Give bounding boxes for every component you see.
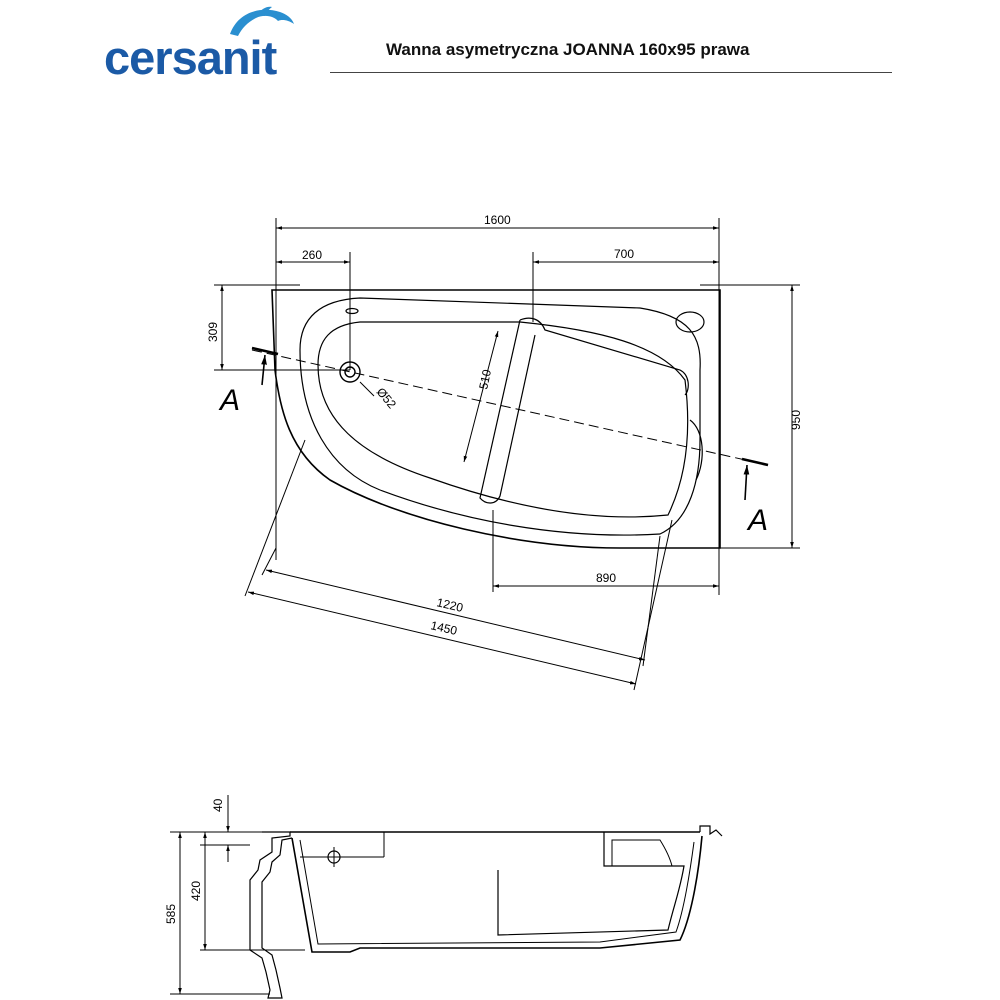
dim-drain-depth: 309	[206, 322, 220, 342]
dim-diagonal-outer: 1450	[429, 618, 458, 638]
dim-inner-width: 510	[476, 368, 494, 391]
section-marker-left: A	[218, 384, 240, 417]
plan-view	[214, 218, 800, 691]
dim-inner-depth: 420	[189, 881, 203, 901]
dim-front-straight: 890	[596, 571, 616, 585]
dim-diagonal-inner: 1220	[435, 595, 464, 615]
header-divider	[330, 72, 892, 73]
dim-overall-length: 1600	[484, 213, 511, 227]
page-title: Wanna asymetryczna JOANNA 160x95 prawa	[386, 40, 750, 59]
dim-backrest-length: 700	[614, 247, 634, 261]
dim-overall-depth: 950	[789, 410, 803, 430]
dim-drain-diameter: Ø52	[374, 385, 400, 412]
dim-rim-height: 40	[211, 798, 225, 812]
section-marker-right: A	[746, 504, 768, 537]
dim-total-height: 585	[164, 904, 178, 924]
section-view	[170, 795, 723, 999]
header: cersanit Wanna asymetryczna JOANNA 160x9…	[0, 0, 1000, 90]
dolphin-icon	[228, 4, 298, 38]
brand-logo: cersanit	[104, 31, 277, 84]
dim-drain-offset: 260	[302, 248, 322, 262]
